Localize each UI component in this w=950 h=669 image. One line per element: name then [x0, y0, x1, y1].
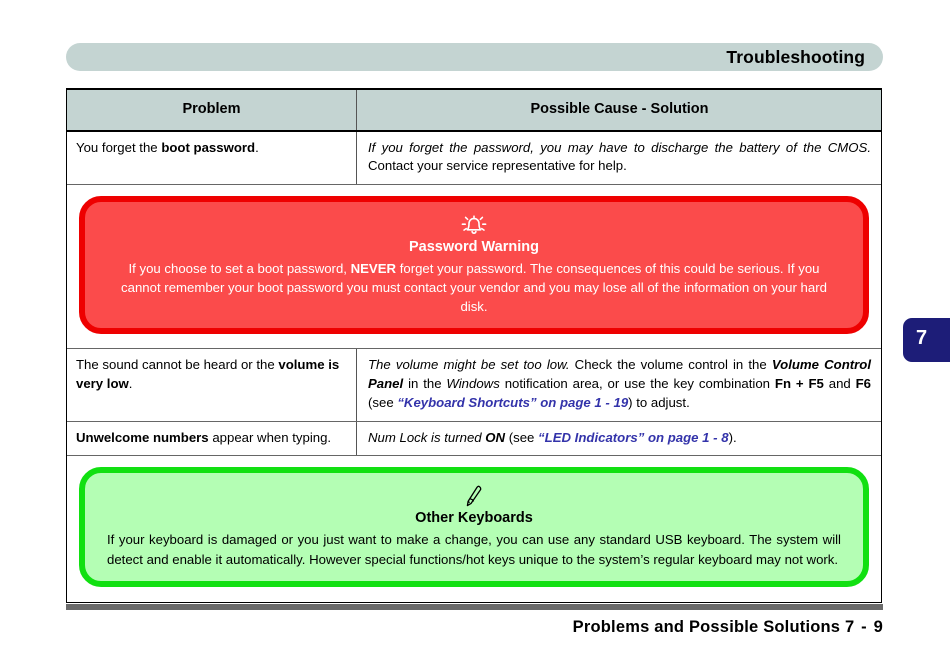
callout-row: Password Warning If you choose to set a b…: [67, 185, 881, 350]
footer: Problems and Possible Solutions 7 - 9: [573, 618, 884, 637]
callout-cell: Password Warning If you choose to set a b…: [67, 185, 881, 348]
cross-reference-link[interactable]: “Keyboard Shortcuts” on page 1 - 19: [397, 394, 629, 410]
text-run: ).: [728, 429, 737, 445]
text-run: If your keyboard is damaged or you just …: [107, 532, 841, 567]
callout-title: Password Warning: [409, 239, 539, 256]
problem-cell: The sound cannot be heard or the volume …: [67, 349, 357, 421]
column-header-solution: Possible Cause - Solution: [357, 90, 881, 130]
chapter-tab-number: 7: [916, 327, 928, 349]
footer-title: Problems and Possible Solutions: [572, 618, 841, 636]
table-row: Unwelcome numbers appear when typing.Num…: [67, 421, 881, 457]
text-run: Check the volume control in the: [569, 357, 772, 373]
callout-body: If your keyboard is damaged or you just …: [107, 530, 841, 568]
text-run: You forget the: [76, 139, 162, 155]
footer-divider: [66, 604, 883, 610]
text-run: in the: [403, 376, 447, 392]
callout-title: Other Keyboards: [415, 510, 533, 527]
callout-body: If you choose to set a boot password, NE…: [107, 259, 841, 316]
text-run: notification area, or use the key combin…: [499, 376, 775, 392]
pen-icon: [107, 483, 841, 509]
text-run: Contact your service representative for …: [368, 158, 627, 174]
text-run: forget your password. The consequences o…: [121, 261, 827, 315]
emphasis-run: Unwelcome numbers: [76, 429, 209, 445]
troubleshooting-table: Problem Possible Cause - Solution You fo…: [66, 88, 882, 603]
solution-cell: If you forget the password, you may have…: [357, 132, 881, 184]
emphasis-run: NEVER: [350, 261, 397, 277]
callout-cell: Other Keyboards If your keyboard is damag…: [67, 456, 881, 601]
text-run: ) to adjust.: [628, 394, 690, 410]
problem-cell: You forget the boot password.: [67, 131, 357, 185]
text-run: If you choose to set a boot password,: [128, 261, 351, 277]
emphasis-run: volume is very low: [76, 357, 340, 391]
solution-cell: Num Lock is turned ON (see “LED Indicato…: [357, 422, 881, 456]
italic-run: Num Lock is turned: [368, 429, 486, 445]
emphasis-run: Fn + F5: [774, 376, 824, 392]
table-row: The sound cannot be heard or the volume …: [67, 349, 881, 422]
emphasis-run: boot password: [161, 139, 256, 155]
page-title: Troubleshooting: [726, 47, 865, 67]
callout-row: Other Keyboards If your keyboard is damag…: [67, 456, 881, 601]
italic-run: The volume might be set too low.: [368, 357, 570, 373]
column-header-problem: Problem: [67, 90, 357, 130]
table-row: You forget the boot password. If you forg…: [67, 131, 881, 186]
alarm-bell-icon: [107, 212, 841, 238]
emphasis-run: F6: [855, 376, 872, 392]
text-run: The sound cannot be heard or the: [76, 357, 279, 373]
emphasis-italic-run: Volume Control Panel: [368, 357, 871, 392]
solution-cell: The volume might be set too low. Check t…: [357, 349, 881, 420]
text-run: (see: [368, 394, 398, 410]
table-header-row: Problem Possible Cause - Solution: [67, 90, 881, 132]
problem-cell: Unwelcome numbers appear when typing.: [67, 421, 357, 456]
italic-run: Windows: [446, 376, 500, 392]
note-callout: Other Keyboards If your keyboard is damag…: [79, 467, 869, 587]
text-run: .: [128, 375, 133, 391]
chapter-tab: 7: [903, 318, 950, 362]
text-run: and: [823, 376, 856, 392]
text-run: (see: [505, 429, 539, 445]
warning-callout: Password Warning If you choose to set a b…: [79, 196, 869, 335]
page-header-bar: Troubleshooting: [66, 43, 883, 71]
text-run: .: [255, 139, 259, 155]
emphasis-italic-run: ON: [485, 429, 506, 445]
italic-run: If you forget the password, you may have…: [368, 139, 871, 155]
footer-page-number: 7 - 9: [844, 618, 884, 636]
cross-reference-link[interactable]: “LED Indicators” on page 1 - 8: [538, 429, 729, 445]
text-run: appear when typing.: [208, 429, 332, 445]
